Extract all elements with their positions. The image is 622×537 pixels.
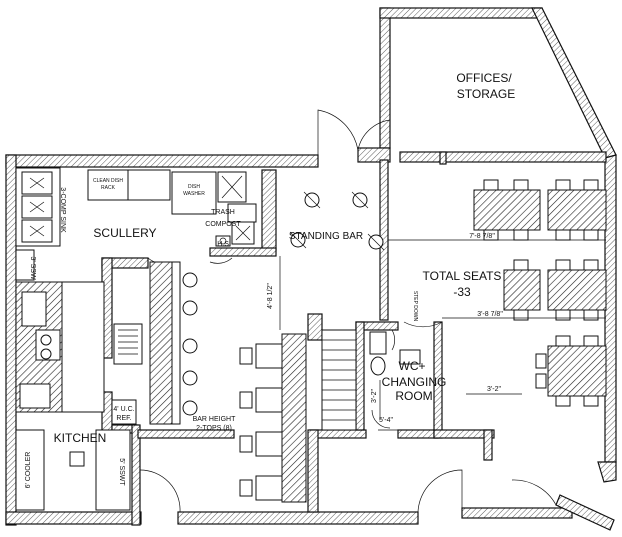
bar-counter: [149, 261, 198, 425]
label-comp-sink: 3-COMP SINK: [59, 187, 66, 233]
dim-5: 4'-8 1/2": [267, 283, 274, 309]
label-dish: DISH: [188, 184, 200, 190]
label-offices: OFFICES/: [456, 71, 512, 85]
label-ssw-right: 5' SSWT: [118, 458, 125, 486]
room-labels: OFFICES/ STORAGE SCULLERY STANDING BAR T…: [25, 71, 515, 488]
label-room: ROOM: [395, 389, 432, 403]
label-compost: COMPOST: [205, 221, 241, 228]
dim-2: 3'-8 7/8": [477, 311, 503, 318]
dimension-lines: [279, 239, 606, 431]
dining-tables: [473, 179, 607, 407]
label-storage: STORAGE: [457, 87, 515, 101]
scullery-equipment: [15, 167, 257, 247]
exterior-walls: [5, 7, 617, 531]
stair: [321, 329, 357, 431]
label-rack: RACK: [101, 185, 116, 191]
bar-height-tables: [239, 333, 307, 503]
door-swings: [139, 109, 557, 513]
interior-walls: [101, 151, 607, 526]
label-ssw-left: 3' SSW: [29, 256, 36, 280]
wc-fixtures: [369, 331, 421, 376]
label-clean-dish: CLEAN DISH: [93, 178, 123, 184]
label-kitchen: KITCHEN: [54, 431, 107, 445]
label-seat-count: -33: [453, 285, 471, 299]
label-bar-height: BAR HEIGHT: [193, 416, 237, 423]
label-total-seats: TOTAL SEATS: [423, 269, 502, 283]
label-hand-sink: H.S.: [217, 241, 231, 248]
label-wc: WC+: [399, 359, 426, 373]
dim-4: 5'-4": [379, 417, 393, 424]
dimension-labels: 7'-8 7/8" 3'-8 7/8" 3'-2" 5'-4" 4'-8 1/2…: [267, 233, 503, 424]
dim-3: 3'-2": [487, 386, 501, 393]
label-cooler: 6' COOLER: [25, 452, 32, 489]
dim-1: 7'-8 7/8": [469, 233, 495, 240]
label-two-tops: 2-TOPS (8): [196, 425, 232, 432]
label-changing: CHANGING: [382, 375, 447, 389]
label-scullery: SCULLERY: [93, 226, 156, 240]
label-washer: WASHER: [183, 191, 205, 197]
standing-bar-stools: [289, 191, 385, 251]
label-step-down: STEP DOWN: [412, 291, 418, 322]
dim-6: 3'-2": [371, 389, 378, 403]
label-standing-bar: STANDING BAR: [289, 231, 363, 242]
kitchen-equipment: [15, 249, 143, 511]
label-uc-ref: 4' U.C.: [113, 406, 134, 413]
label-trash: TRASH: [211, 209, 235, 216]
label-ref: REF.: [116, 415, 131, 422]
